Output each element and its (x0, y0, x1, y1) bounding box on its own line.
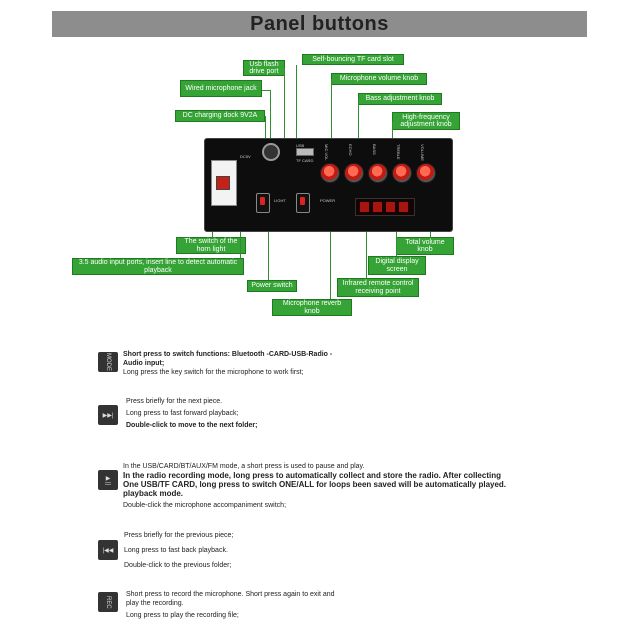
label-total-volume: Total volume knob (396, 237, 454, 255)
leader-line (296, 65, 297, 145)
jack-label-dc: DC5V (240, 154, 251, 159)
knob-label-treble: TREBLE (396, 144, 401, 160)
next-button-icon: ▶▶| (98, 405, 118, 425)
instr-line: playback mode. (123, 489, 563, 498)
switch-label-power: POWER (320, 198, 335, 203)
instr-line: In the radio recording mode, long press … (123, 471, 563, 480)
instr-line: Press briefly for the next piece. (126, 397, 346, 406)
instr-line: Long press to fast forward playback; (126, 409, 346, 418)
mode-button-icon: MODE (98, 352, 118, 372)
label-dc-dock: DC charging dock 9V2A (175, 110, 265, 122)
instr-line: Press briefly for the previous piece; (124, 531, 344, 540)
play-pause-instructions: In the USB/CARD/BT/AUX/FM mode, a short … (123, 462, 563, 510)
display-digit (360, 202, 369, 212)
display-digit (399, 202, 408, 212)
treble-knob[interactable] (392, 163, 412, 183)
title-bar: Panel buttons (52, 11, 587, 37)
label-mic-jack: Wired microphone jack (180, 80, 262, 97)
horn-light-switch[interactable] (256, 193, 270, 213)
leader-line (240, 230, 241, 260)
instr-line: In the USB/CARD/BT/AUX/FM mode, a short … (123, 462, 563, 471)
label-display: Digital display screen (368, 256, 426, 275)
instr-line: Double-click the microphone accompanimen… (123, 501, 563, 510)
display-digit (373, 202, 382, 212)
instr-line: Long press the key switch for the microp… (123, 368, 343, 377)
display-digit (386, 202, 395, 212)
rec-instructions: Short press to record the microphone. Sh… (126, 590, 341, 620)
label-power-switch: Power switch (247, 280, 297, 292)
leader-line (262, 90, 270, 91)
page-title: Panel buttons (250, 13, 389, 36)
instr-line: Double-click to move to the next folder; (126, 421, 346, 430)
knob-label-echo: ECHO (348, 144, 353, 156)
knob-label-mic-vol: MIC.VOL (324, 144, 329, 160)
leader-line (331, 79, 332, 145)
previous-instructions: Press briefly for the previous piece; Lo… (124, 531, 344, 570)
instr-line: Double-click to the previous folder; (124, 561, 344, 570)
knob-label-volume: VOLUME (420, 144, 425, 161)
label-mic-volume: Microphone volume knob (331, 73, 427, 85)
bass-knob[interactable] (368, 163, 388, 183)
instr-line: Long press to play the recording file; (126, 611, 341, 620)
instr-line: Long press to fast back playback. (124, 546, 344, 555)
leader-line (284, 68, 285, 144)
label-usb-port: Usb flash drive port (243, 60, 285, 76)
port-label-usb: USB (296, 143, 304, 148)
label-ir-receiver: Infrared remote control receiving point (337, 278, 419, 297)
echo-knob[interactable] (344, 163, 364, 183)
instr-line: Short press to record the microphone. Sh… (126, 590, 341, 608)
play-pause-button-icon: ▶|| (98, 470, 118, 490)
rec-button-icon: REC (98, 592, 118, 612)
instr-line: One USB/TF CARD, long press to switch ON… (123, 480, 563, 489)
previous-button-icon: |◀◀ (98, 540, 118, 560)
label-reverb-knob: Microphone reverb knob (272, 299, 352, 316)
aux-jack (216, 176, 230, 190)
digital-display (355, 198, 415, 216)
switch-label-light: LIGHT (274, 198, 286, 203)
usb-port (296, 148, 314, 156)
next-instructions: Press briefly for the next piece. Long p… (126, 397, 346, 430)
mic-volume-knob[interactable] (320, 163, 340, 183)
mode-instructions: Short press to switch functions: Bluetoo… (123, 350, 343, 377)
knob-label-bass: BASS (372, 144, 377, 155)
label-high-freq: High-frequency adjustment knob (392, 112, 460, 130)
port-label-tf: TF CARD (296, 158, 313, 163)
power-switch[interactable] (296, 193, 310, 213)
label-aux-input: 3.5 audio input ports, insert line to de… (72, 258, 244, 275)
label-horn-light: The switch of the horn light (176, 237, 246, 254)
mic-jack (262, 143, 280, 161)
label-tf-slot: Self-bouncing TF card slot (302, 54, 404, 65)
total-volume-knob[interactable] (416, 163, 436, 183)
label-bass: Bass adjustment knob (358, 93, 442, 105)
instr-line: Short press to switch functions: Bluetoo… (123, 351, 332, 367)
